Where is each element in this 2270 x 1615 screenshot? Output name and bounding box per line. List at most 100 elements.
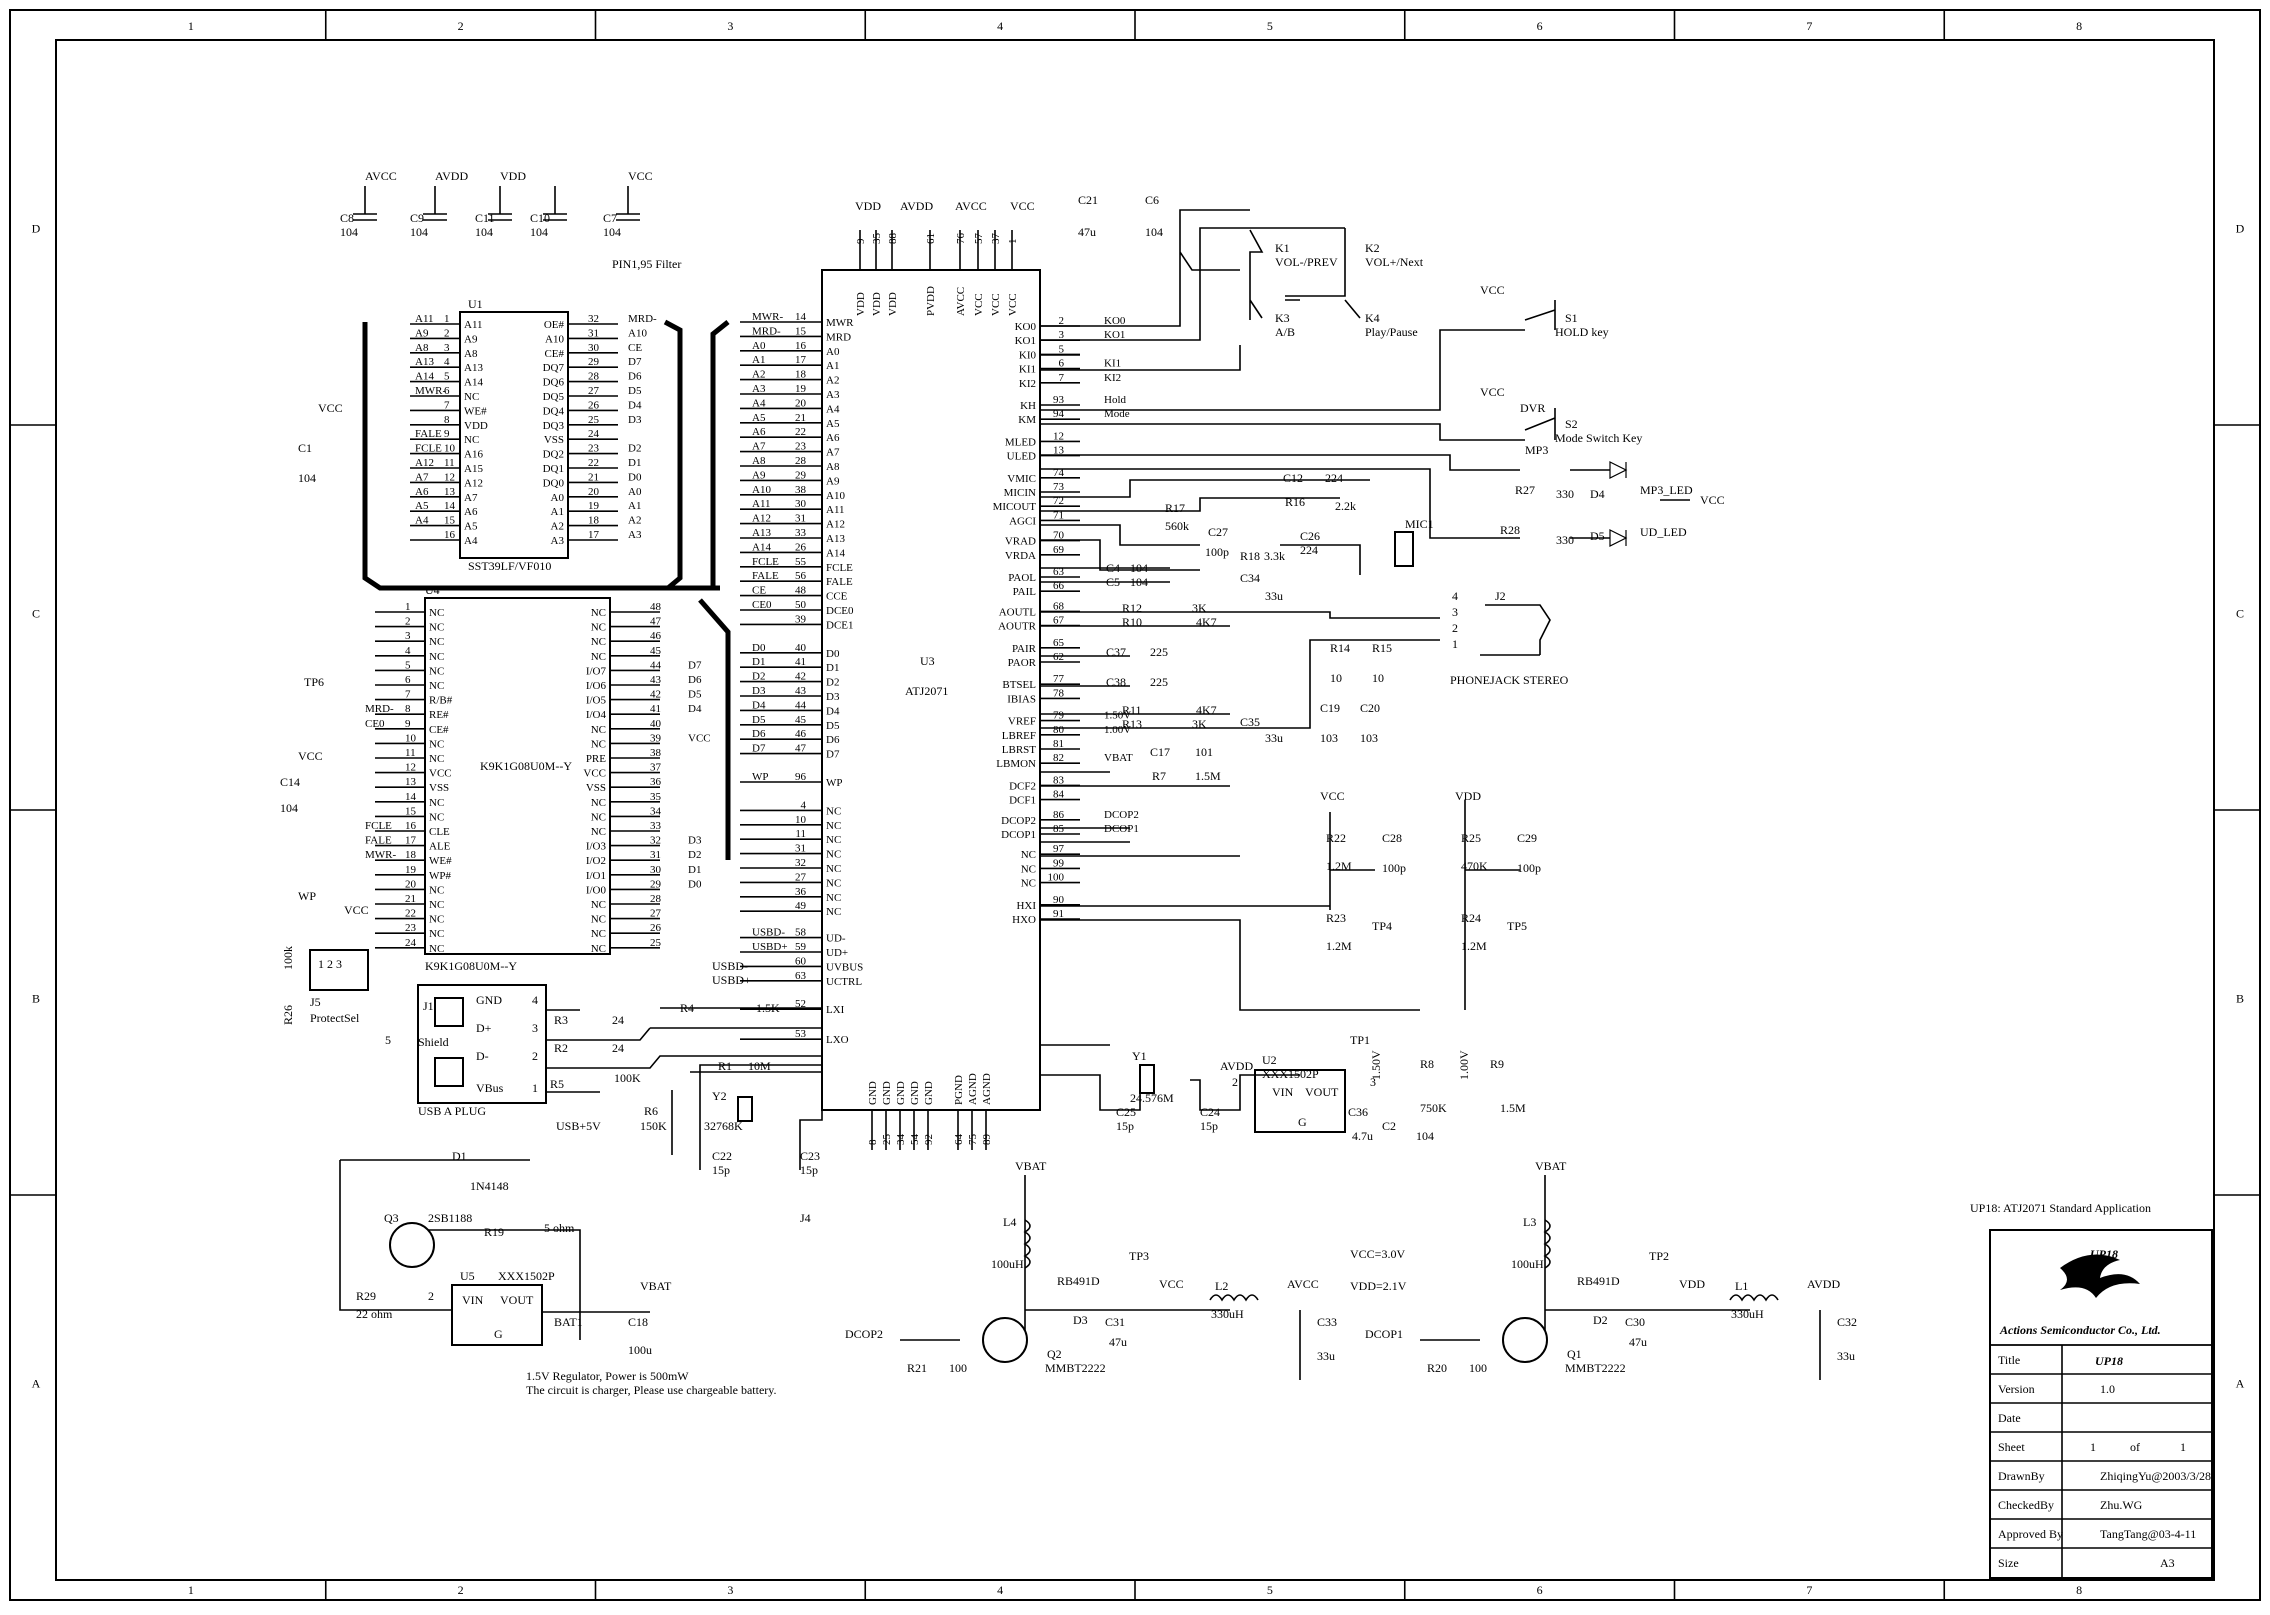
u3-left-pin-name: D5	[826, 720, 840, 732]
u1-right-net: D5	[628, 385, 642, 397]
j5-ref: J5	[310, 995, 321, 1009]
audio-c37-value: 225	[1150, 645, 1168, 659]
audio-r12-ref: R12	[1122, 601, 1142, 615]
u4-right-pin-name: NC	[591, 943, 606, 955]
title-row-total: 1	[2180, 1440, 2186, 1454]
filter-cap-ref: C9	[410, 211, 424, 225]
usb-r6-value: 150K	[640, 1119, 667, 1133]
u3-left-pin-name: NC	[826, 877, 841, 889]
u3-right-pin-name: BTSEL	[1002, 679, 1036, 691]
u3-right-pin-num: 100	[1048, 872, 1065, 884]
title-row-value: ZhiqingYu@2003/3/28	[2100, 1469, 2211, 1483]
u1-left-net: A9	[415, 327, 429, 339]
u4-right-pin-num: 40	[650, 718, 662, 730]
u2-body	[1254, 1069, 1346, 1133]
j5-label: ProtectSel	[310, 1011, 360, 1025]
u1-right-pin-name: A1	[551, 506, 564, 518]
audio-r7-ref: R7	[1152, 769, 1166, 783]
xtal32-c22-value: 15p	[712, 1163, 730, 1177]
u3-left-pin-num: 59	[795, 941, 807, 953]
led1-ref: D4	[1590, 487, 1605, 501]
row-marker-right: A	[2236, 1377, 2245, 1391]
j5-vcc: VCC	[344, 903, 369, 917]
u4-right-pin-name: NC	[591, 636, 606, 648]
u4-left-pin-num: 13	[405, 776, 417, 788]
usb-r2-ref: R2	[554, 1041, 568, 1055]
u3-left-net: D0	[752, 642, 766, 654]
u3-right-pin-num: 99	[1053, 857, 1065, 869]
audio-c20-ref: C20	[1360, 701, 1380, 715]
usb-r6-ref: R6	[644, 1104, 658, 1118]
title-logo-text: UP18	[2090, 1247, 2118, 1261]
u3-top-net: VCC	[1010, 199, 1035, 213]
usb-pad-1	[434, 997, 464, 1027]
boost-vcc-l-ref: L4	[1003, 1215, 1016, 1229]
usb-r4-value: 1.5K	[756, 1001, 780, 1015]
u2-1v00: 1.00V	[1457, 1050, 1471, 1080]
xtal32-ref: Y2	[712, 1089, 727, 1103]
u2-testpoint: TP1	[1350, 1033, 1370, 1047]
u4-right-net: D7	[688, 659, 702, 671]
u4-right-pin-num: 35	[650, 791, 662, 803]
u1-left-net: FCLE	[415, 443, 442, 455]
usb-shield: Shield	[418, 1035, 449, 1049]
u3-top-pin-num: 9	[855, 238, 867, 244]
u3-left-pin-name: D1	[826, 662, 839, 674]
u3-left-pin-num: 45	[795, 714, 807, 726]
col-marker-bottom: 1	[188, 1583, 194, 1597]
u3-left-net: D5	[752, 714, 766, 726]
col-marker-top: 1	[188, 19, 194, 33]
u3-right-pin-num: 13	[1053, 445, 1065, 457]
u4-left-pin-name: NC	[429, 622, 444, 634]
u3-right-pin-name: AOUTR	[998, 621, 1037, 633]
audio-r15-ref: R15	[1372, 641, 1392, 655]
u4-right-pin-name: I/O1	[586, 870, 606, 882]
u3-left-pin-name: D6	[826, 734, 840, 746]
u3-left-net: D6	[752, 728, 766, 740]
dcfb-rtop-ref: R22	[1326, 831, 1346, 845]
u2-pin3: 3	[1370, 1075, 1376, 1089]
u1-right-pin-num: 26	[588, 399, 600, 411]
switch-s2-vcc: VCC	[1480, 385, 1505, 399]
u3-left-pin-name: NC	[826, 805, 841, 817]
u4-left-pin-num: 5	[405, 659, 411, 671]
u4-left-pin-name: RE#	[429, 709, 449, 721]
u3-left-net: USBD-	[752, 927, 785, 939]
u3-left-net: A7	[752, 441, 766, 453]
dcfb-cap-value: 100p	[1517, 861, 1541, 875]
u3-left-pin-name: NC	[826, 849, 841, 861]
charger-u5-pin2: 2	[428, 1289, 434, 1303]
u3-right-pin-num: 97	[1053, 843, 1065, 855]
u3-right-pin-num: 80	[1053, 724, 1065, 736]
u4-left-pin-name: NC	[429, 884, 444, 896]
u3-left-net: A5	[752, 412, 766, 424]
filter-cap-ref: C8	[340, 211, 354, 225]
u4-right-pin-name: VCC	[583, 768, 606, 780]
col-marker-bottom: 3	[727, 1583, 733, 1597]
col-marker-bottom: 5	[1267, 1583, 1273, 1597]
usb-wires	[546, 1007, 822, 1155]
charger-d1-ref: D1	[452, 1149, 467, 1163]
u4-left-pin-name: CE#	[429, 724, 449, 736]
u4-right-pin-name: PRE	[586, 753, 606, 765]
u1-right-pin-name: DQ6	[543, 377, 565, 389]
u3-right-pin-num: 3	[1059, 329, 1065, 341]
u4-right-pin-name: NC	[591, 607, 606, 619]
u1-left-pin-name: A11	[464, 319, 483, 331]
title-row-key: Sheet	[1998, 1440, 2025, 1454]
u3-top-pin-num: 57	[973, 233, 985, 245]
u4-left-pin-num: 21	[405, 893, 416, 905]
u4-left-pin-num: 16	[405, 820, 417, 832]
mic-wires	[1040, 479, 1370, 575]
key-label: A/B	[1275, 325, 1295, 339]
charger-c18-ref: C18	[628, 1315, 648, 1329]
xtal24-c25-value: 15p	[1116, 1119, 1134, 1133]
u1-ref: U1	[468, 297, 483, 311]
title-row-key: CheckedBy	[1998, 1498, 2054, 1512]
u3-top-pin-name: VDD	[855, 292, 867, 316]
usb-pin-num: 3	[532, 1021, 538, 1035]
u3-left-net: A8	[752, 455, 766, 467]
title-row-value: 1	[2090, 1440, 2096, 1454]
u1-left-pin-name: A12	[464, 477, 483, 489]
